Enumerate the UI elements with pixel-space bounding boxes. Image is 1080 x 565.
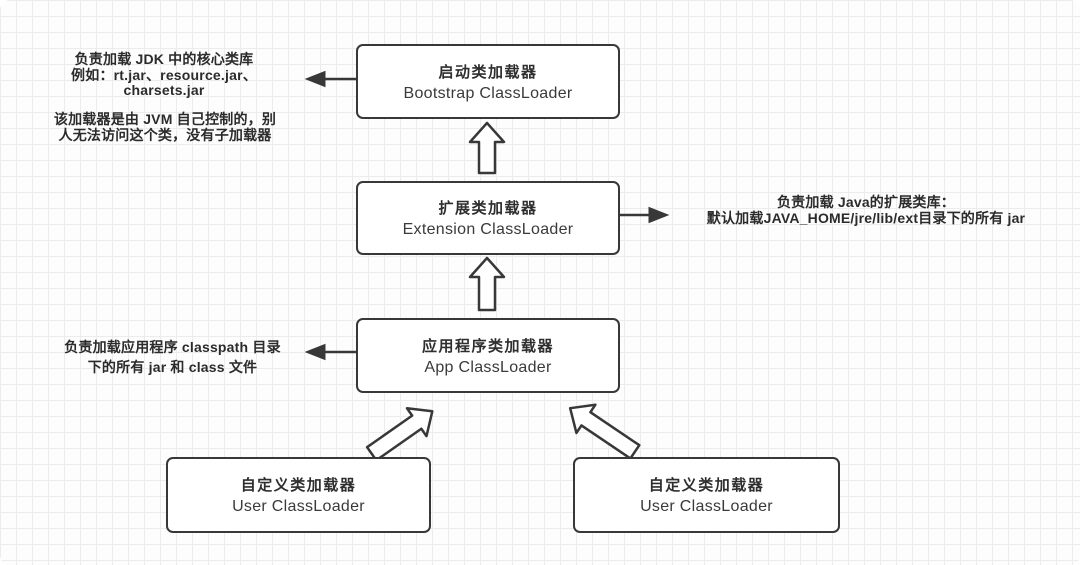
user-right-title-zh: 自定义类加载器 — [648, 477, 765, 494]
bootstrap-title-en: Bootstrap ClassLoader — [403, 84, 573, 102]
note-line: 负责加载 JDK 中的核心类库 — [74, 51, 254, 67]
user-left-title-zh: 自定义类加载器 — [240, 477, 357, 494]
arrow-right-extension-icon — [616, 206, 670, 224]
note-extension-libs: 负责加载 Java的扩展类库： 默认加载JAVA_HOME/jre/lib/ex… — [684, 194, 1048, 226]
note-bootstrap-core-libs: 负责加载 JDK 中的核心类库 例如：rt.jar、resource.jar、 … — [14, 51, 314, 99]
arrow-diagonal-userleft-to-app-icon — [365, 407, 434, 462]
box-app-classloader: 应用程序类加载器 App ClassLoader — [356, 318, 620, 393]
note-line: 负责加载 Java的扩展类库： — [776, 194, 956, 210]
app-title-zh: 应用程序类加载器 — [421, 337, 554, 355]
note-line: charsets.jar — [123, 82, 205, 98]
box-extension-classloader: 扩展类加载器 Extension ClassLoader — [356, 181, 620, 255]
box-bootstrap-classloader: 启动类加载器 Bootstrap ClassLoader — [356, 44, 620, 119]
arrow-diagonal-userright-to-app-icon — [568, 403, 641, 460]
user-right-title-en: User ClassLoader — [640, 498, 773, 515]
arrow-left-bootstrap-icon — [304, 70, 356, 88]
extension-title-zh: 扩展类加载器 — [438, 200, 538, 217]
app-title-en: App ClassLoader — [424, 358, 552, 376]
note-line: 例如：rt.jar、resource.jar、 — [71, 66, 257, 83]
note-line: 下的所有 jar 和 class 文件 — [87, 358, 258, 375]
note-line: 人无法访问这个类，没有子加载器 — [58, 126, 272, 143]
arrow-up-app-to-extension-icon — [468, 256, 506, 312]
note-jvm-controlled: 该加载器是由 JVM 自己控制的，别 人无法访问这个类，没有子加载器 — [10, 111, 320, 143]
note-line: 该加载器是由 JVM 自己控制的，别 — [53, 111, 277, 127]
arrow-left-app-icon — [304, 343, 356, 361]
box-user-classloader-right: 自定义类加载器 User ClassLoader — [573, 457, 840, 533]
note-line: 默认加载JAVA_HOME/jre/lib/ext目录下的所有 jar — [706, 209, 1026, 226]
arrow-up-extension-to-bootstrap-icon — [468, 121, 506, 175]
extension-title-en: Extension ClassLoader — [402, 221, 574, 238]
user-left-title-en: User ClassLoader — [232, 498, 365, 515]
box-user-classloader-left: 自定义类加载器 User ClassLoader — [166, 457, 431, 533]
note-line: 负责加载应用程序 classpath 目录 — [64, 339, 281, 355]
bootstrap-title-zh: 启动类加载器 — [438, 63, 538, 81]
note-app-classpath: 负责加载应用程序 classpath 目录 下的所有 jar 和 class 文… — [25, 338, 320, 377]
